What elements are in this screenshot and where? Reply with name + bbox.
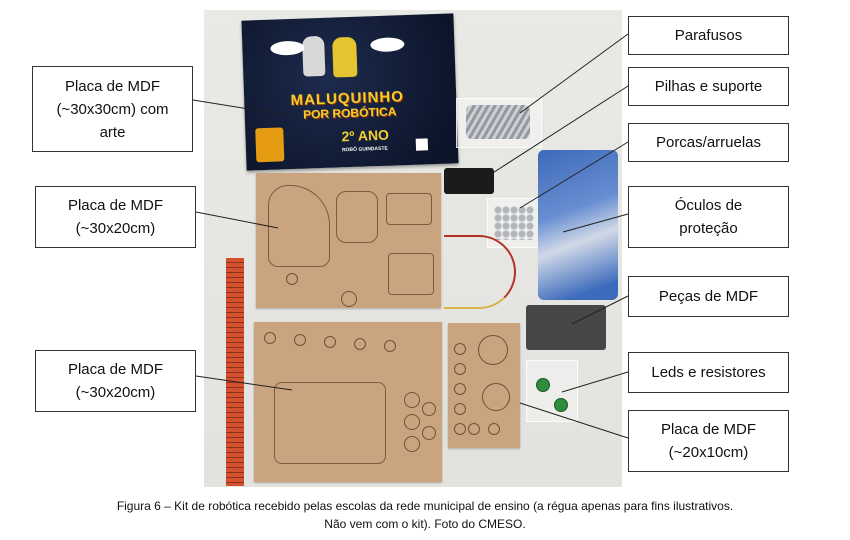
screws [466, 105, 530, 139]
mdf-hole [454, 403, 466, 415]
mdf-hole [264, 332, 276, 344]
label-parafusos: Parafusos [628, 16, 789, 55]
mdf-cut-shape [386, 193, 432, 225]
label-pilhas-suporte: Pilhas e suporte [628, 67, 789, 106]
mdf-hole [454, 363, 466, 375]
caption-line-2: Não vem com o kit). Foto do CMESO. [324, 517, 526, 531]
leader-mdf-top [195, 211, 279, 229]
safety-goggles [538, 150, 618, 300]
label-leds-resistores: Leds e resistores [628, 352, 789, 393]
mdf-hole [422, 426, 436, 440]
caption-line-1: Figura 6 – Kit de robótica recebido pela… [116, 499, 734, 513]
led [536, 378, 550, 392]
mdf-hole [404, 436, 420, 452]
label-pecas-mdf: Peças de MDF [628, 276, 789, 317]
battery-holder [444, 168, 494, 194]
mdf-hole [454, 343, 466, 355]
mdf-hole [324, 336, 336, 348]
mdf-hole [294, 334, 306, 346]
label-mdf-30x20-top: Placa de MDF (~30x20cm) [35, 186, 196, 248]
mdf-hole [341, 291, 357, 307]
mdf-cut-shape [274, 382, 386, 464]
leader-porcas [519, 141, 629, 209]
leader-pecas [571, 295, 629, 325]
leader-leds [561, 371, 629, 393]
label-mdf-30x20-bottom: Placa de MDF (~30x20cm) [35, 350, 196, 412]
ruler [226, 258, 244, 486]
label-porcas-arruelas: Porcas/arruelas [628, 123, 789, 162]
nuts-washers [494, 206, 534, 240]
label-mdf-art: Placa de MDF (~30x30cm) com arte [32, 66, 193, 152]
led [554, 398, 568, 412]
mdf-hole [404, 414, 420, 430]
leader-pilhas [487, 85, 629, 177]
leds-bag [526, 360, 578, 422]
leader-mdf-bottom [195, 375, 293, 391]
mdf-board-small [448, 323, 520, 448]
leader-mdf-art [192, 99, 293, 117]
mdf-cut-shape [336, 191, 378, 243]
leader-mdf-small [519, 402, 629, 439]
figure-caption: Figura 6 – Kit de robótica recebido pela… [0, 497, 850, 533]
mdf-hole [422, 402, 436, 416]
mdf-hole [384, 340, 396, 352]
mdf-hole [454, 423, 466, 435]
label-mdf-20x10: Placa de MDF (~20x10cm) [628, 410, 789, 472]
mdf-hole [354, 338, 366, 350]
mdf-hole [286, 273, 298, 285]
mdf-hole [468, 423, 480, 435]
mdf-small-parts [526, 305, 606, 350]
mdf-board-bottom [254, 322, 442, 482]
mdf-hole [404, 392, 420, 408]
mdf-hole [454, 383, 466, 395]
leader-oculos [562, 213, 629, 233]
label-oculos-protecao: Óculos de proteção [628, 186, 789, 248]
leader-parafusos [519, 33, 629, 114]
mdf-gear [478, 335, 508, 365]
wires [444, 235, 516, 309]
mdf-gear [482, 383, 510, 411]
mdf-board-top [256, 173, 441, 308]
mdf-hole [488, 423, 500, 435]
mdf-cut-shape [388, 253, 434, 295]
